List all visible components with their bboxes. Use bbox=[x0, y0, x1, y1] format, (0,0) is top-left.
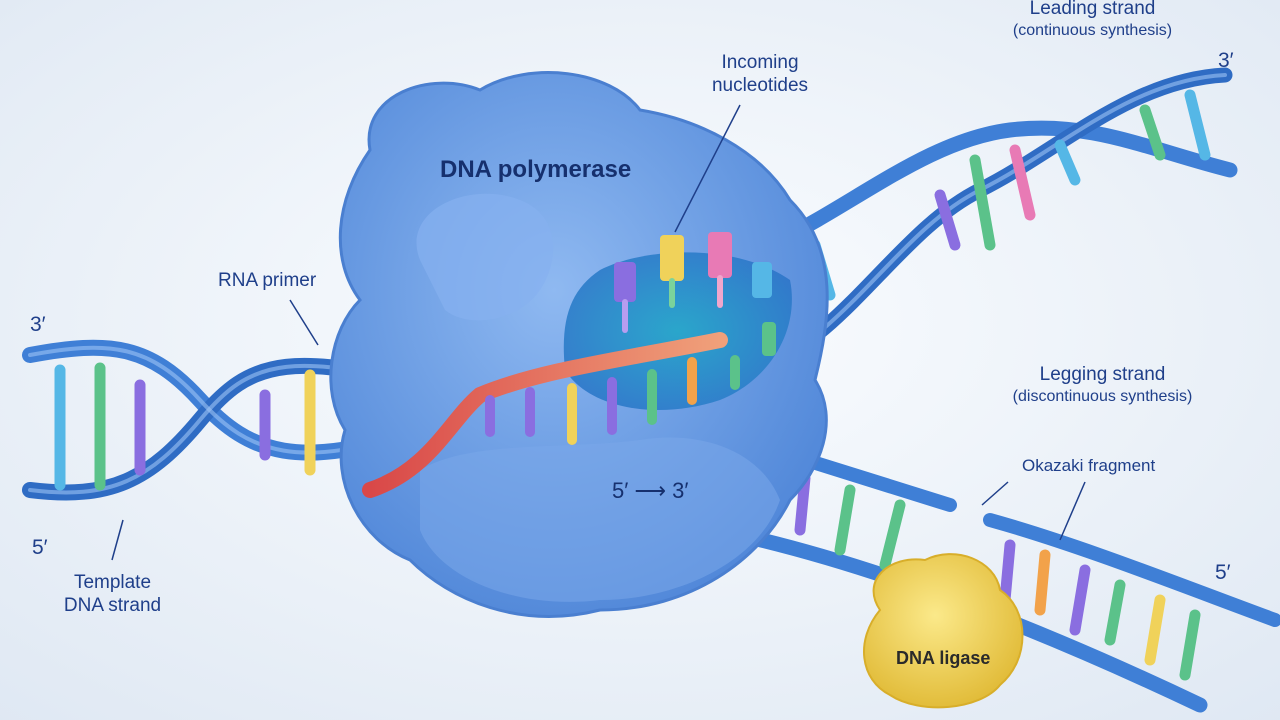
polymerase-bump bbox=[416, 193, 554, 321]
base-pair bbox=[834, 484, 856, 556]
end-label-left-bottom: 5′ bbox=[32, 536, 48, 559]
base-pair bbox=[969, 154, 996, 251]
base-pair bbox=[999, 539, 1016, 606]
leading-strand-label: Leading strand (continuous synthesis) bbox=[1000, 0, 1185, 40]
lagging-strand-label: Legging strand (discontinuous synthesis) bbox=[995, 364, 1210, 406]
nucleotide bbox=[762, 322, 776, 356]
end-label-left-top: 3′ bbox=[30, 313, 46, 336]
base-pair bbox=[1034, 549, 1051, 616]
template-strand-label: Template DNA strand bbox=[55, 572, 170, 618]
direction-label: 5′ ⟶ 3′ bbox=[612, 478, 689, 503]
dna-ligase-body bbox=[863, 553, 1024, 709]
base-pair bbox=[879, 499, 906, 571]
template-strand-line1: Template bbox=[73, 572, 152, 593]
pointer-lines bbox=[111, 104, 1086, 561]
nucleotide bbox=[708, 232, 732, 278]
pointer-okazaki-right bbox=[1059, 481, 1086, 541]
base-pair bbox=[1009, 144, 1036, 221]
pointer-rna-primer bbox=[289, 299, 319, 346]
end-label-right-top: 3′ bbox=[1218, 49, 1234, 72]
dna-ligase bbox=[863, 553, 1024, 709]
incoming-nucleotides-label: Incoming nucleotides bbox=[700, 52, 820, 98]
polymerase-lower-lobe bbox=[420, 437, 780, 602]
nucleotide bbox=[660, 235, 684, 281]
base-pair bbox=[1139, 104, 1166, 161]
dna-polymerase-label: DNA polymerase bbox=[440, 156, 632, 183]
dna-ligase-label: DNA ligase bbox=[896, 648, 991, 668]
lagging-strand-title: Legging strand bbox=[1039, 364, 1166, 385]
pointer-template bbox=[111, 519, 124, 561]
leading-strand-title: Leading strand bbox=[1029, 0, 1156, 19]
incoming-nucleotides-line2: nucleotides bbox=[711, 74, 809, 96]
template-strand-line2: DNA strand bbox=[63, 594, 162, 616]
rna-primer-strand bbox=[362, 332, 728, 498]
incoming-nucleotides bbox=[614, 232, 776, 356]
base-pair bbox=[934, 189, 961, 251]
nucleotide bbox=[752, 262, 772, 298]
leading-strand-subtitle: (continuous synthesis) bbox=[1012, 21, 1173, 39]
lagging-base-pairs bbox=[794, 472, 1201, 681]
end-label-right-bottom: 5′ bbox=[1215, 561, 1231, 584]
base-pair bbox=[1054, 139, 1081, 186]
rna-primer-label: RNA primer bbox=[218, 270, 317, 291]
nucleotide bbox=[614, 262, 636, 302]
incoming-nucleotides-line1: Incoming bbox=[721, 52, 799, 73]
pointer-okazaki-left bbox=[981, 481, 1009, 506]
base-pair bbox=[1184, 89, 1211, 161]
okazaki-fragment-2 bbox=[983, 513, 1280, 627]
base-pair bbox=[1104, 579, 1126, 646]
pointer-incoming-nucleotides bbox=[674, 104, 741, 233]
rna-primer bbox=[362, 332, 728, 498]
base-pair bbox=[794, 472, 811, 536]
base-pair bbox=[1144, 594, 1166, 666]
new-strand-bases bbox=[485, 355, 740, 445]
lagging-strand-subtitle: (discontinuous synthesis) bbox=[1012, 387, 1193, 405]
base-pair bbox=[1179, 609, 1201, 681]
base-pair bbox=[1069, 564, 1091, 636]
okazaki-fragment-label: Okazaki fragment bbox=[1022, 456, 1156, 475]
